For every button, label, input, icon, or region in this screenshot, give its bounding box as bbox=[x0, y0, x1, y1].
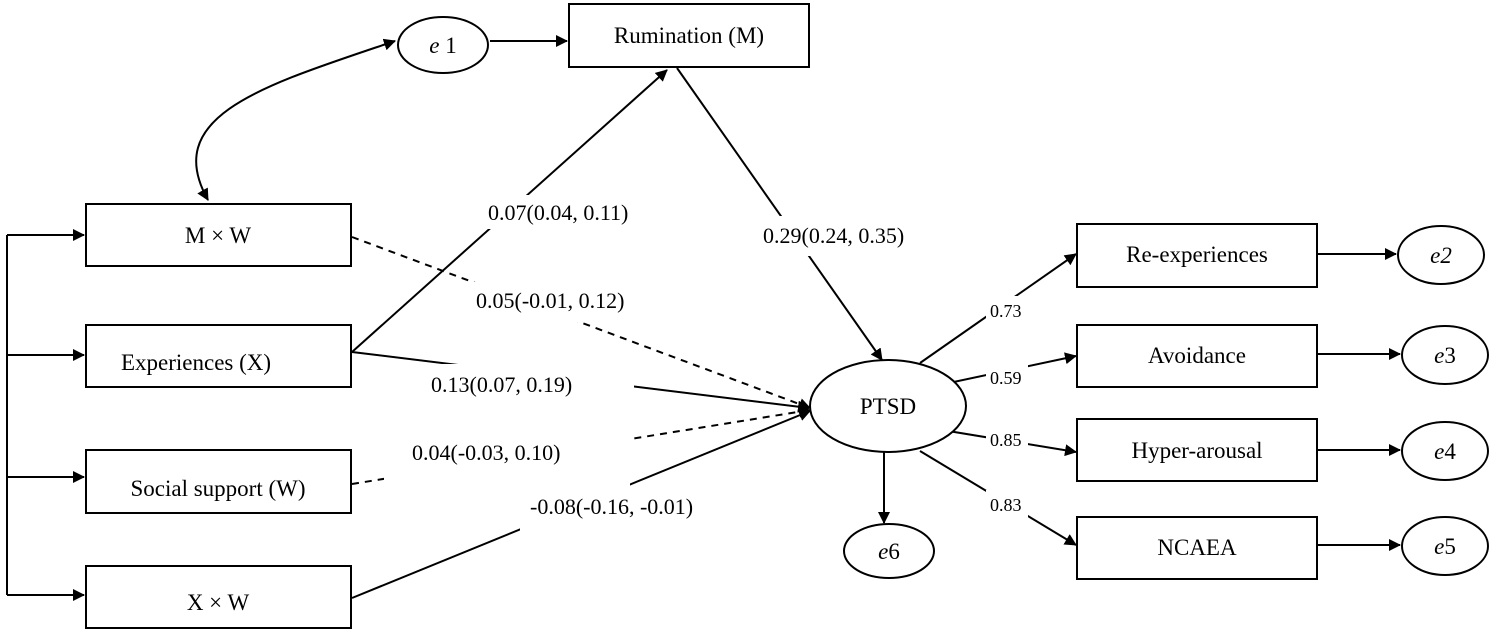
node-avoidance: Avoidance bbox=[1076, 324, 1318, 388]
svg-text:M × W: M × W bbox=[185, 223, 252, 248]
svg-text:0.04(-0.03, 0.10): 0.04(-0.03, 0.10) bbox=[412, 440, 560, 465]
coef-mxw-to-ptsd: 0.05(-0.01, 0.12) bbox=[444, 282, 684, 322]
loading-reexperiences: 0.73 bbox=[986, 296, 1028, 324]
svg-text:e6: e6 bbox=[878, 539, 900, 564]
svg-text:NCAEA: NCAEA bbox=[1157, 535, 1237, 560]
svg-text:Experiences (X): Experiences (X) bbox=[121, 350, 271, 375]
svg-text:e5: e5 bbox=[1434, 534, 1456, 559]
error-e3: e3 bbox=[1401, 325, 1489, 385]
covariance-arrow bbox=[195, 38, 396, 201]
node-hyperarousal: Hyper-arousal bbox=[1076, 418, 1318, 482]
coef-x-to-ptsd: 0.13(0.07, 0.19) bbox=[404, 364, 634, 406]
node-social-support: Social support (W) bbox=[85, 449, 352, 514]
svg-text:Re-experiences: Re-experiences bbox=[1126, 242, 1268, 267]
svg-text:0.07(0.04, 0.11): 0.07(0.04, 0.11) bbox=[488, 200, 628, 225]
node-xxw: X × W bbox=[85, 565, 352, 629]
node-ncaea: NCAEA bbox=[1076, 516, 1318, 580]
svg-text:-0.08(-0.16, -0.01): -0.08(-0.16, -0.01) bbox=[530, 494, 693, 519]
svg-text:0.73: 0.73 bbox=[990, 301, 1022, 321]
coef-xxw-to-ptsd: -0.08(-0.16, -0.01) bbox=[520, 487, 758, 531]
coef-x-to-m: 0.07(0.04, 0.11) bbox=[484, 195, 664, 229]
svg-text:e4: e4 bbox=[1434, 439, 1456, 464]
svg-text:PTSD: PTSD bbox=[860, 394, 916, 419]
svg-text:e2: e2 bbox=[1430, 243, 1452, 268]
coef-w-to-ptsd: 0.04(-0.03, 0.10) bbox=[384, 432, 630, 490]
node-mxw: M × W bbox=[85, 203, 352, 267]
loading-avoidance: 0.59 bbox=[986, 364, 1028, 392]
svg-text:Social support (W): Social support (W) bbox=[130, 476, 305, 501]
svg-text:X × W: X × W bbox=[187, 590, 250, 615]
node-reexperiences: Re-experiences bbox=[1076, 223, 1318, 288]
svg-text:0.29(0.24, 0.35): 0.29(0.24, 0.35) bbox=[763, 223, 904, 248]
svg-text:0.59: 0.59 bbox=[990, 368, 1022, 388]
path-rumination-to-ptsd bbox=[676, 67, 883, 361]
path-mxw-to-ptsd bbox=[351, 236, 811, 410]
loading-ncaea: 0.83 bbox=[986, 490, 1028, 518]
svg-text:0.05(-0.01, 0.12): 0.05(-0.01, 0.12) bbox=[476, 288, 624, 313]
svg-text:e3: e3 bbox=[1434, 343, 1456, 368]
node-experiences: Experiences (X) bbox=[85, 324, 352, 388]
svg-text:e 1: e 1 bbox=[429, 33, 456, 58]
coef-m-to-ptsd: 0.29(0.24, 0.35) bbox=[759, 216, 943, 256]
svg-text:0.13(0.07, 0.19): 0.13(0.07, 0.19) bbox=[431, 372, 572, 397]
error-e5: e5 bbox=[1401, 516, 1489, 576]
error-e6: e6 bbox=[843, 523, 935, 579]
error-e4: e4 bbox=[1401, 421, 1489, 481]
node-rumination: Rumination (M) bbox=[568, 3, 810, 68]
svg-text:0.83: 0.83 bbox=[990, 495, 1022, 515]
error-e2: e2 bbox=[1397, 225, 1485, 285]
svg-text:Rumination (M): Rumination (M) bbox=[614, 23, 764, 48]
error-e1: e 1 bbox=[397, 16, 489, 74]
svg-text:Hyper-arousal: Hyper-arousal bbox=[1131, 438, 1262, 463]
svg-text:0.85: 0.85 bbox=[990, 430, 1022, 450]
node-ptsd: PTSD bbox=[809, 359, 967, 453]
svg-text:Avoidance: Avoidance bbox=[1148, 343, 1246, 368]
predictor-bracket bbox=[6, 229, 85, 601]
loading-hyperarousal: 0.85 bbox=[986, 426, 1028, 454]
